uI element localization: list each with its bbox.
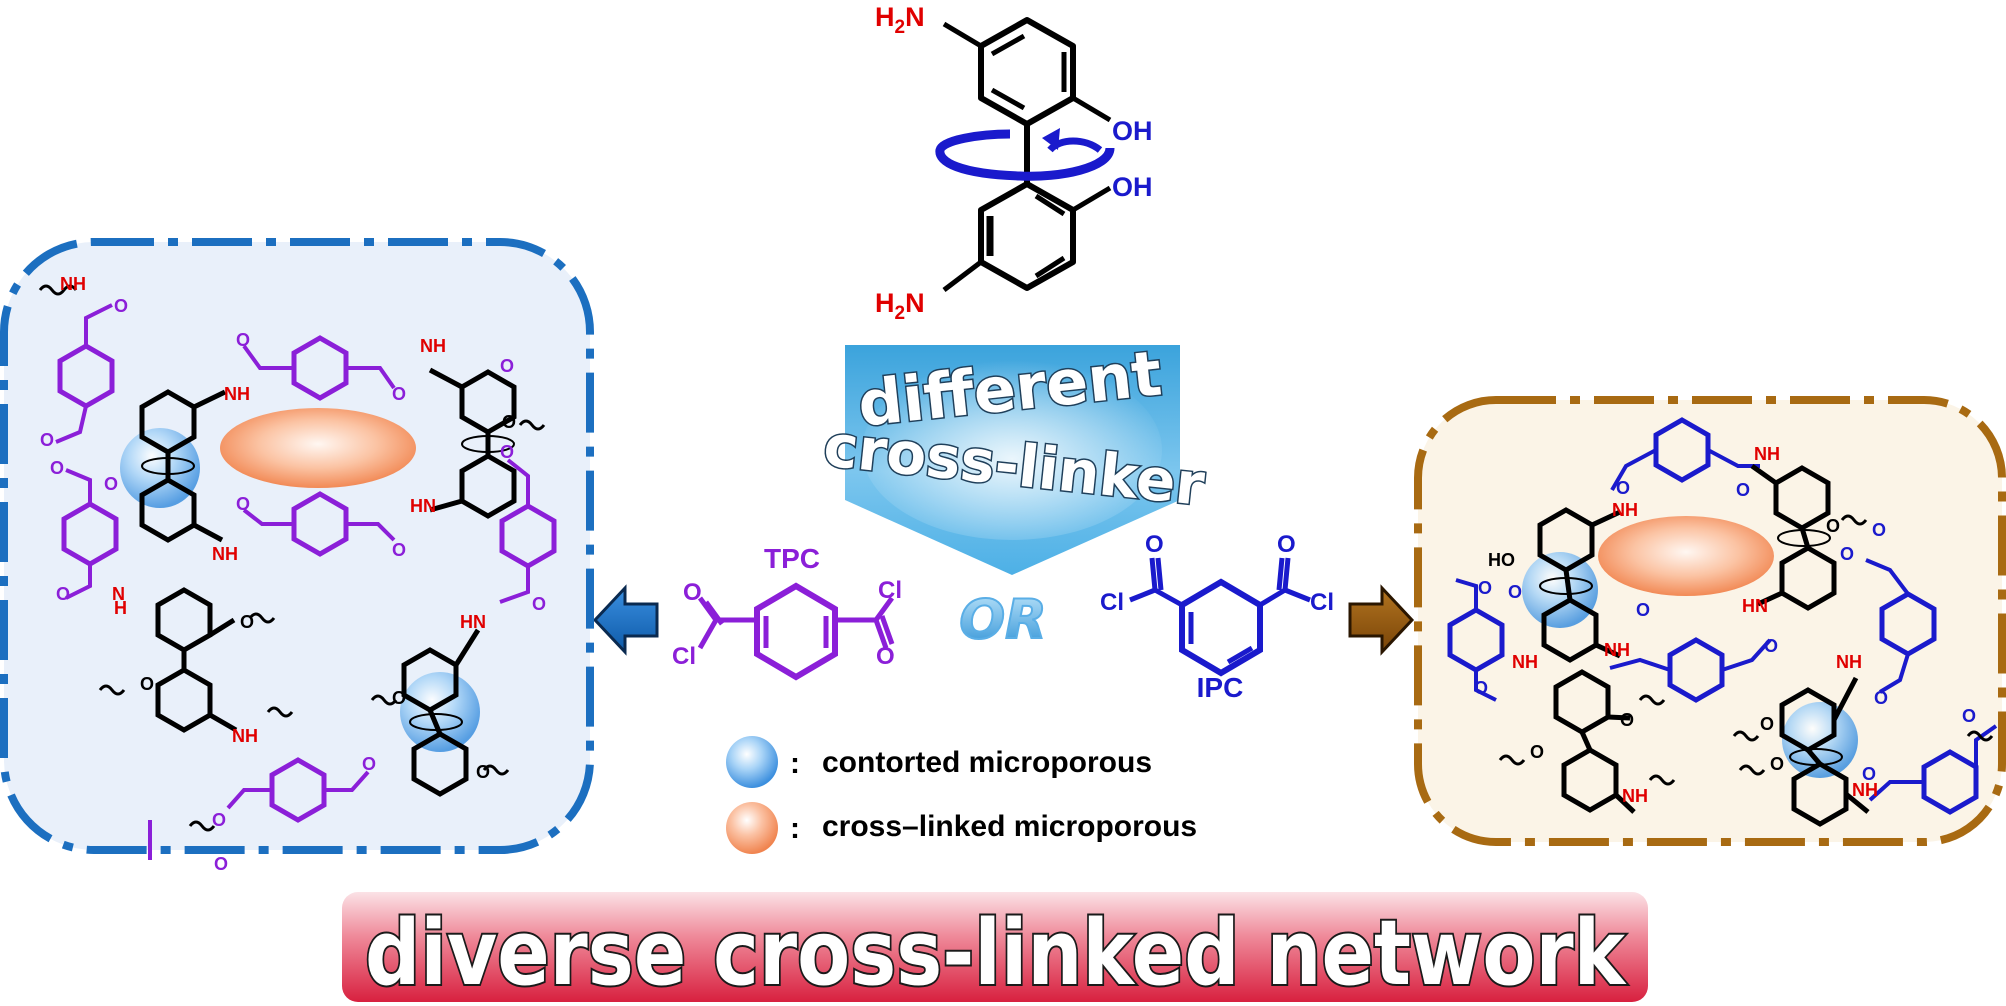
tpc-label-o-18: O <box>392 688 406 708</box>
legend-crosslinked-swatch <box>726 802 778 854</box>
left-arrow-icon <box>592 584 659 656</box>
legend-crosslinked-text: cross–linked microporous <box>822 810 1197 843</box>
right-arrow-icon <box>1348 584 1415 656</box>
monomer-structure: H2N H2N OH OH <box>875 2 1153 324</box>
ipc-label-nh-1: NH <box>1612 500 1638 520</box>
tpc-label-nh-2: NH <box>224 384 250 404</box>
ipc-label: IPC <box>1197 672 1244 703</box>
ipc-label-o-11: O <box>1862 764 1876 784</box>
bottom-banner: diverse cross-linked network <box>342 892 1648 1006</box>
tpc-label-o-7: O <box>50 458 64 478</box>
monomer-amine-bottom: H2N <box>875 288 925 324</box>
ipc-label-o-10: O <box>1874 688 1888 708</box>
tpc-crosslinked-pore <box>220 408 416 488</box>
tpc-network-panel: NH NH NH NH HN HN NH N H O O O O O O O O… <box>0 238 594 874</box>
ipc-label-o-13: O <box>1620 710 1634 730</box>
tpc-contorted-site-2 <box>400 672 480 752</box>
ipc-label-o-2: O <box>1736 480 1750 500</box>
tpc-label-nh-4: NH <box>212 544 238 564</box>
tpc-structure: O Cl Cl O TPC <box>672 543 902 681</box>
tpc-label-nh-1: NH <box>60 274 86 294</box>
or-connector: OR <box>959 588 1047 651</box>
tpc-label-nh-5: NH <box>232 726 258 746</box>
ipc-label-o-4: O <box>1508 582 1522 602</box>
tpc-label-n: N <box>112 584 125 604</box>
tpc-label-o-1: O <box>114 296 128 316</box>
bottom-banner-title: diverse cross-linked network <box>365 901 1627 1006</box>
ipc-label-nh-6: NH <box>1622 786 1648 806</box>
ipc-crosslinked-pore <box>1598 516 1774 596</box>
tpc-label-o-15: O <box>214 854 228 874</box>
ipc-label-o-14: O <box>1530 742 1544 762</box>
tpc-cl-right: Cl <box>878 577 902 604</box>
ipc-network-panel: NH NH HN NH NH NH NH NH HO O O O O O O O… <box>1414 396 2006 846</box>
tpc-label-o-16: O <box>240 612 254 632</box>
monomer-amine-top: H2N <box>875 2 925 38</box>
ipc-label-nh-3: NH <box>1604 640 1630 660</box>
tpc-o-left: O <box>683 579 702 606</box>
tpc-label-o-5: O <box>236 494 250 514</box>
tpc-label-o-6: O <box>392 540 406 560</box>
ipc-label-o-1: O <box>1616 478 1630 498</box>
ipc-label-nh-2: NH <box>1754 444 1780 464</box>
ipc-label-o-12: O <box>1962 706 1976 726</box>
ipc-label-hn-1: HN <box>1742 596 1768 616</box>
tpc-label-o-17: O <box>140 674 154 694</box>
ipc-label-o-15: O <box>1760 714 1774 734</box>
tpc-label-nh-3: NH <box>420 336 446 356</box>
tpc-label-o-2: O <box>40 430 54 450</box>
ipc-label-nh-5: NH <box>1836 652 1862 672</box>
ipc-label-o-6: O <box>1636 600 1650 620</box>
tpc-label-o-20: O <box>502 412 516 432</box>
tpc-label-o-9: O <box>500 442 514 462</box>
ipc-o-right: O <box>1277 531 1296 558</box>
monomer-hydroxyl-1: OH <box>1112 116 1153 146</box>
monomer-hydroxyl-2: OH <box>1112 172 1153 202</box>
ipc-label-o-8: O <box>1840 544 1854 564</box>
ipc-contorted-site-1 <box>1522 552 1598 628</box>
ipc-label-o-9: O <box>1872 520 1886 540</box>
tpc-label-o-19: O <box>476 762 490 782</box>
legend-contorted-text: contorted microporous <box>822 746 1152 779</box>
tpc-label-o-12: O <box>362 754 376 774</box>
tpc-label-h: H <box>114 598 127 618</box>
ipc-cl-right: Cl <box>1310 589 1334 616</box>
tpc-label-o-3: O <box>236 330 250 350</box>
legend-contorted-swatch <box>726 736 778 788</box>
ipc-o-left: O <box>1145 531 1164 558</box>
ipc-label-ho: HO <box>1488 550 1515 570</box>
tpc-label-o-4: O <box>392 384 406 404</box>
bottom-banner-background <box>342 892 1648 1002</box>
tpc-label-hn-1: HN <box>410 496 436 516</box>
rotation-arrow-icon <box>935 129 1115 181</box>
ipc-label-nh-7: NH <box>1852 780 1878 800</box>
tpc-label: TPC <box>764 543 820 574</box>
ipc-structure: O Cl O Cl IPC <box>1100 531 1334 703</box>
monomer-upper-ring <box>978 17 1076 127</box>
ipc-contorted-site-2 <box>1782 702 1858 778</box>
ipc-label-o-17: O <box>1826 516 1840 536</box>
ipc-cl-left: Cl <box>1100 589 1124 616</box>
tpc-label-o-14: O <box>500 356 514 376</box>
ipc-label-nh-4: NH <box>1512 652 1538 672</box>
ipc-label-o-7: O <box>1764 636 1778 656</box>
tpc-label-o-8: O <box>56 584 70 604</box>
tpc-label-o-10: O <box>532 594 546 614</box>
legend-sep-1: : <box>790 747 800 780</box>
ipc-label-o-5: O <box>1474 678 1488 698</box>
different-cross-linker-arrow: different cross-linker <box>819 335 1209 575</box>
legend: : contorted microporous : cross–linked m… <box>726 736 1197 854</box>
monomer-lower-ring <box>978 181 1076 291</box>
tpc-o-right: O <box>876 643 895 670</box>
legend-sep-2: : <box>790 812 800 845</box>
tpc-label-o-11: O <box>212 810 226 830</box>
tpc-label-o-13: O <box>104 474 118 494</box>
ipc-label-o-3: O <box>1478 578 1492 598</box>
tpc-cl-left: Cl <box>672 643 696 670</box>
tpc-label-hn-2: HN <box>460 612 486 632</box>
ipc-label-o-16: O <box>1770 754 1784 774</box>
